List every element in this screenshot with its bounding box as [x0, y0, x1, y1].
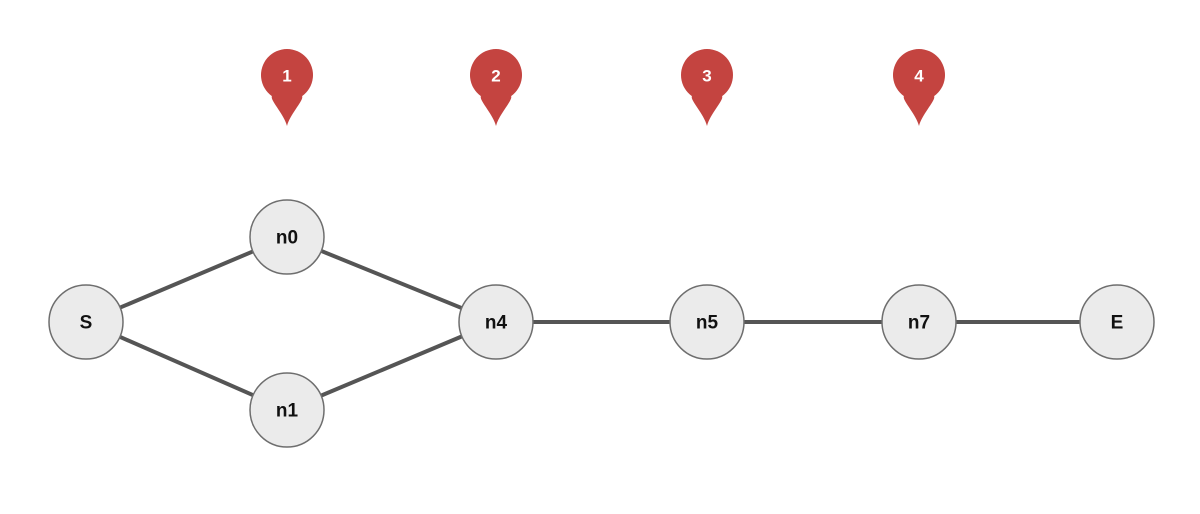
edges-layer [117, 248, 1082, 398]
map-pin-icon [261, 49, 313, 127]
node-label: n1 [276, 401, 299, 422]
node-n1: n1 [249, 372, 325, 448]
node-label: S [80, 313, 93, 334]
node-circle [458, 284, 534, 360]
node-label: n0 [276, 228, 298, 249]
node-n4: n4 [458, 284, 534, 360]
node-S: S [48, 284, 124, 360]
node-label: n5 [696, 313, 719, 334]
node-circle [249, 372, 325, 448]
node-E: E [1079, 284, 1155, 360]
step-marker-2: 2 [470, 49, 522, 126]
step-marker-3: 3 [681, 49, 733, 126]
map-pin-icon [681, 49, 733, 126]
edge-S-n1 [117, 334, 256, 398]
edge-S-n0 [118, 249, 255, 310]
step-marker-label: 3 [702, 67, 711, 86]
node-n0: n0 [249, 199, 325, 275]
edge-n1-n4 [319, 334, 464, 398]
map-pin-icon [470, 49, 522, 126]
node-label: E [1111, 313, 1124, 334]
node-n7: n7 [881, 284, 957, 360]
step-marker-label: 2 [491, 67, 500, 86]
step-marker-1: 1 [261, 49, 313, 127]
node-circle [48, 284, 124, 360]
node-circle [1079, 284, 1155, 360]
step-marker-4: 4 [892, 49, 945, 126]
markers-layer: 1 2 3 4 [261, 49, 945, 127]
node-label: n7 [908, 313, 930, 334]
node-circle [669, 284, 745, 360]
node-n5: n5 [669, 284, 745, 360]
step-marker-label: 4 [914, 67, 924, 86]
edge-n0-n4 [319, 248, 464, 311]
nodes-layer: Sn0 n1 n4 n5 n7 E [48, 199, 1155, 448]
node-circle [881, 284, 957, 360]
node-circle [249, 199, 325, 275]
step-marker-label: 1 [282, 67, 291, 86]
node-label: n4 [485, 313, 508, 334]
map-pin-icon [892, 49, 945, 126]
